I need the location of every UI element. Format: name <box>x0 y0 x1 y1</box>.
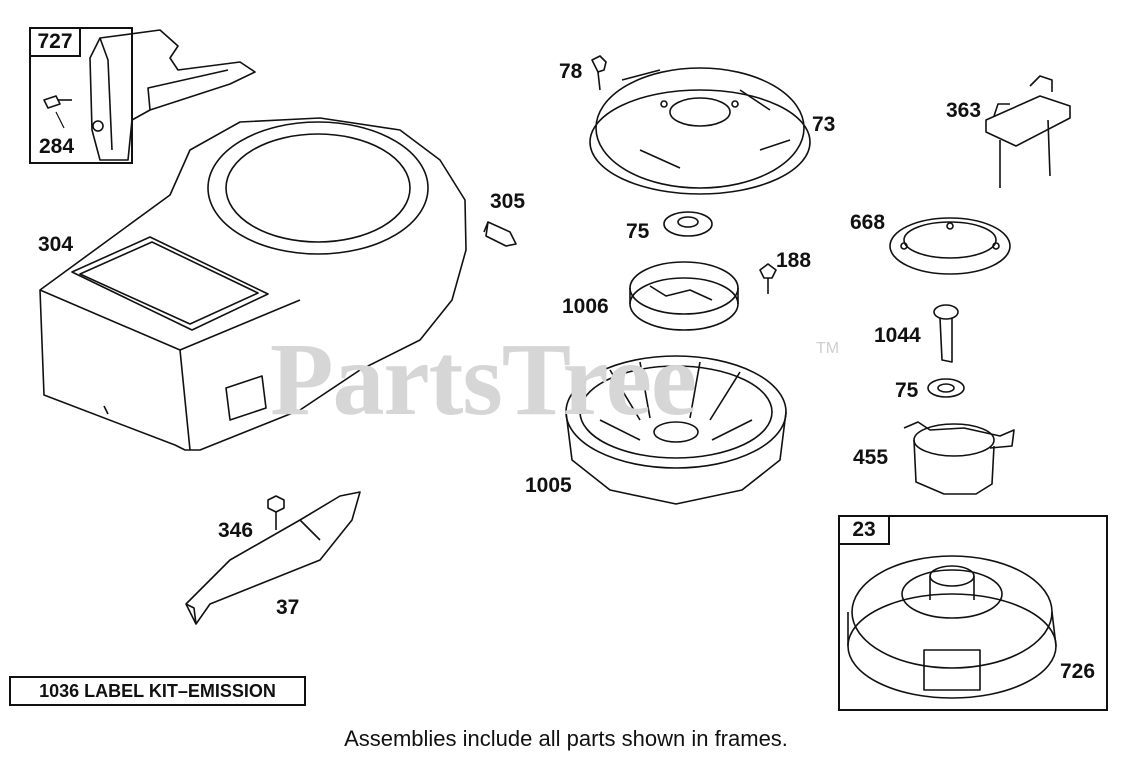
label-75-b: 75 <box>895 379 919 402</box>
label-346: 346 <box>218 519 254 542</box>
part-1044-bolt[interactable] <box>933 304 959 363</box>
label-75-a: 75 <box>626 220 650 243</box>
trademark-mark: TM <box>816 340 840 357</box>
part-455-cup[interactable] <box>903 421 1015 495</box>
part-284-screw[interactable] <box>43 95 72 109</box>
label-455: 455 <box>853 446 889 469</box>
part-188-screw[interactable] <box>759 263 777 294</box>
part-1005-flywheel[interactable] <box>565 355 787 505</box>
footnote: Assemblies include all parts shown in fr… <box>344 726 788 751</box>
label-668: 668 <box>850 211 886 234</box>
part-75-washer-a[interactable] <box>663 211 713 237</box>
label-284: 284 <box>39 135 75 158</box>
label-726: 726 <box>1060 660 1096 683</box>
part-727-air-guide[interactable] <box>89 29 256 161</box>
part-668-plate[interactable] <box>889 217 1011 275</box>
label-37: 37 <box>276 596 300 619</box>
label-304: 304 <box>38 233 74 256</box>
watermark-text: PartsTree <box>270 322 697 437</box>
label-1044: 1044 <box>874 324 921 347</box>
label-305: 305 <box>490 190 526 213</box>
frame-727-tag: 727 <box>31 29 81 57</box>
part-37-baffle[interactable] <box>185 491 361 625</box>
frame-23 <box>838 515 1108 711</box>
label-1005: 1005 <box>525 474 572 497</box>
part-305-screw[interactable] <box>483 221 517 247</box>
part-304-blower-housing[interactable] <box>39 117 467 451</box>
part-726-flywheel-assembly[interactable] <box>847 555 1057 699</box>
label-188: 188 <box>776 249 812 272</box>
label-73: 73 <box>812 113 836 136</box>
label-78: 78 <box>559 60 583 83</box>
part-1006-starter-cup[interactable] <box>629 261 739 331</box>
part-75-washer-b[interactable] <box>927 378 965 398</box>
part-363-bracket[interactable] <box>985 75 1071 188</box>
part-346-screw[interactable] <box>267 495 285 530</box>
part-78-screw[interactable] <box>591 55 607 91</box>
part-73-rotating-screen[interactable] <box>589 67 811 195</box>
leader-lines <box>55 111 65 129</box>
frame-727 <box>29 27 133 164</box>
label-363: 363 <box>946 99 982 122</box>
label-kit-1036: 1036 LABEL KIT–EMISSION <box>9 676 306 706</box>
label-1006: 1006 <box>562 295 609 318</box>
frame-23-tag: 23 <box>840 517 890 545</box>
